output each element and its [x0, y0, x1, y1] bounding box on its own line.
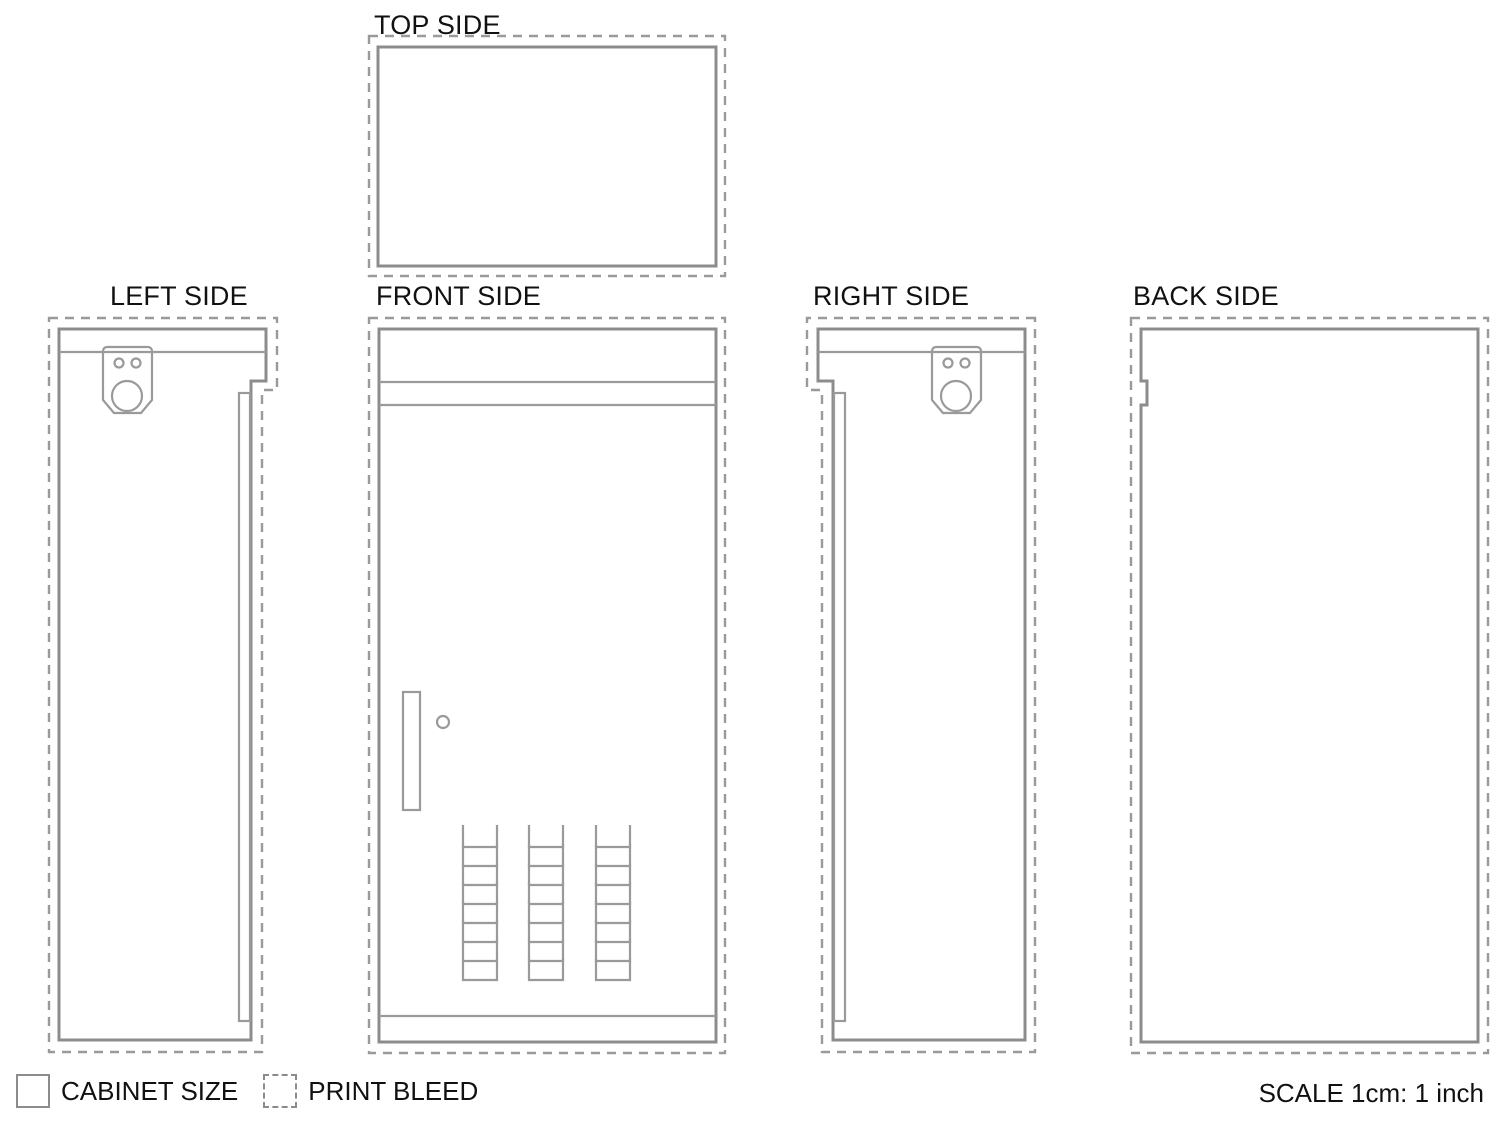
panel-label-front: FRONT SIDE — [376, 281, 542, 311]
top-panel-bleed-outline — [367, 34, 727, 278]
right-panel-door-edge-bar — [832, 391, 847, 1023]
slot — [461, 825, 499, 849]
cabinet-size-label: CABINET SIZE — [61, 1076, 239, 1106]
left-panel-bleed-outline — [47, 316, 279, 1054]
print-bleed-label: PRINT BLEED — [308, 1076, 479, 1106]
right-panel-cabinet-outline — [816, 327, 1027, 1042]
left-mount-plate-hole-1 — [113, 357, 125, 369]
panel-right — [805, 316, 1037, 1054]
slot — [527, 901, 565, 925]
slot — [461, 863, 499, 887]
slot — [527, 882, 565, 906]
slot — [594, 825, 632, 849]
cabinet-size-swatch-icon — [16, 1074, 50, 1108]
slot — [527, 920, 565, 944]
left-mount-plate-body — [101, 345, 154, 415]
slot — [461, 844, 499, 868]
slot — [594, 901, 632, 925]
back-panel-cabinet-outline — [1139, 327, 1480, 1044]
slot — [527, 939, 565, 963]
slot — [461, 939, 499, 963]
slot — [527, 958, 565, 982]
left-mount-plate-center-circle — [110, 379, 144, 413]
panel-label-back: BACK SIDE — [1133, 281, 1279, 311]
right-mount-plate-center-circle — [939, 379, 973, 413]
front-panel-bleed-outline — [367, 316, 727, 1055]
front-panel-handle — [401, 690, 422, 812]
right-mount-plate-hole-1 — [942, 357, 954, 369]
slot — [461, 901, 499, 925]
panel-label-right: RIGHT SIDE — [813, 281, 970, 311]
left-mount-plate-hole-2 — [130, 357, 142, 369]
print-bleed-swatch-icon — [263, 1074, 298, 1108]
panel-front — [367, 316, 727, 1055]
back-panel-bleed-outline — [1129, 316, 1490, 1055]
panel-label-top: TOP SIDE — [374, 10, 501, 40]
left-panel-door-edge-bar — [237, 391, 252, 1023]
slot — [461, 958, 499, 982]
panel-top — [367, 34, 727, 278]
slot — [527, 844, 565, 868]
slot — [527, 825, 565, 849]
front-panel-cabinet-outline — [377, 327, 718, 1044]
legend-print-bleed: PRINT BLEED — [263, 1074, 478, 1108]
slot — [594, 920, 632, 944]
scale-note: SCALE 1cm: 1 inch — [1258, 1078, 1484, 1108]
top-panel-cabinet-outline — [376, 45, 718, 268]
right-panel-mount-plate — [930, 345, 983, 415]
right-mount-plate-body — [930, 345, 983, 415]
slot — [527, 863, 565, 887]
legend: CABINET SIZE PRINT BLEED — [16, 1074, 478, 1108]
right-panel-bleed-outline — [805, 316, 1037, 1054]
panel-label-left: LEFT SIDE — [110, 281, 248, 311]
slot — [594, 863, 632, 887]
left-panel-cabinet-outline — [57, 327, 268, 1042]
right-mount-plate-hole-2 — [959, 357, 971, 369]
left-panel-mount-plate — [101, 345, 154, 415]
front-panel-slot-grid — [461, 825, 632, 982]
legend-cabinet-size: CABINET SIZE — [16, 1074, 238, 1108]
front-panel-lock — [435, 714, 451, 730]
slot — [594, 939, 632, 963]
slot — [461, 920, 499, 944]
slot — [461, 882, 499, 906]
panel-back — [1129, 316, 1490, 1055]
slot — [594, 882, 632, 906]
panel-left — [47, 316, 279, 1054]
slot — [594, 844, 632, 868]
slot — [594, 958, 632, 982]
